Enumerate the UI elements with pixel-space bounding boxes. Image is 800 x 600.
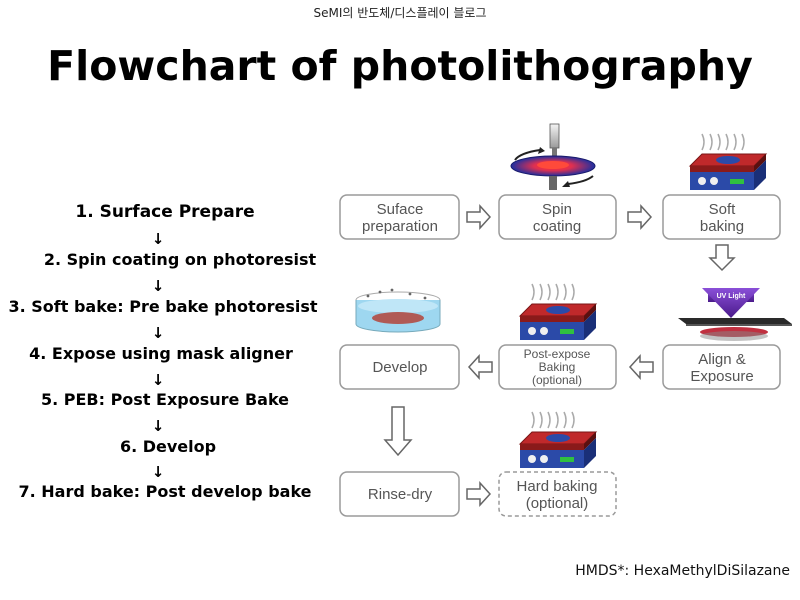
down-arrow-icon: ↓: [151, 371, 165, 389]
footnote: HMDS*: HexaMethylDiSilazane: [575, 563, 790, 579]
box-soft-baking: Soft baking: [662, 194, 781, 240]
step-6: 6. Develop: [119, 437, 217, 456]
box-label: Hard baking: [517, 478, 598, 495]
hotplate-icon: [518, 411, 598, 468]
box-spin-coating: Spin coating: [498, 194, 617, 240]
box-label: Exposure: [690, 368, 753, 385]
right-arrow-icon: [627, 204, 653, 230]
blog-title: SeMI의 반도체/디스플레이 블로그: [313, 6, 487, 20]
developer-dish-icon: [355, 288, 441, 333]
hotplate-icon: [688, 133, 768, 190]
down-arrow-icon: ↓: [151, 324, 165, 342]
box-label: coating: [533, 218, 581, 235]
down-arrow-icon: ↓: [151, 417, 165, 435]
down-arrow-icon: ↓: [151, 463, 165, 481]
right-arrow-icon: [466, 204, 492, 230]
down-arrow-icon: ↓: [151, 230, 165, 248]
box-label: Develop: [372, 359, 427, 376]
box-align-exposure: Align & Exposure: [662, 344, 781, 390]
step-3: 3. Soft bake: Pre bake photoresist: [8, 297, 318, 316]
box-rinse-dry: Rinse-dry: [339, 471, 460, 517]
box-label: Baking: [539, 360, 576, 374]
box-label: (optional): [532, 373, 582, 387]
down-arrow-icon: ↓: [151, 277, 165, 295]
step-2: 2. Spin coating on photoresist: [43, 250, 317, 269]
uv-light-label: UV Light: [717, 293, 746, 300]
box-label: baking: [700, 218, 744, 235]
box-label: (optional): [526, 495, 589, 512]
box-label: preparation: [362, 218, 438, 235]
step-1: 1. Surface Prepare: [75, 202, 255, 222]
box-label: Soft: [709, 201, 737, 218]
box-label: Rinse-dry: [368, 486, 433, 503]
box-label: Suface: [377, 201, 424, 218]
step-4: 4. Expose using mask aligner: [29, 344, 293, 363]
spin-coater-icon: [510, 123, 596, 190]
step-7: 7. Hard bake: Post develop bake: [18, 482, 312, 501]
box-label: Align &: [698, 351, 746, 368]
uv-exposure-icon: UV Light: [678, 288, 792, 341]
box-post-expose-baking: Post-expose Baking (optional): [498, 344, 617, 390]
hotplate-icon: [518, 283, 598, 340]
down-arrow-icon: [383, 406, 413, 457]
left-arrow-icon: [628, 354, 654, 380]
box-surface-preparation: Suface preparation: [339, 194, 460, 240]
box-develop: Develop: [339, 344, 460, 390]
page-title: Flowchart of photolithography: [47, 42, 753, 90]
box-hard-baking: Hard baking (optional): [498, 471, 617, 517]
down-arrow-icon: [708, 244, 736, 272]
step-5: 5. PEB: Post Exposure Bake: [40, 390, 290, 409]
right-arrow-icon: [466, 481, 492, 507]
box-label: Post-expose: [524, 347, 591, 361]
left-arrow-icon: [467, 354, 493, 380]
box-label: Spin: [542, 201, 572, 218]
